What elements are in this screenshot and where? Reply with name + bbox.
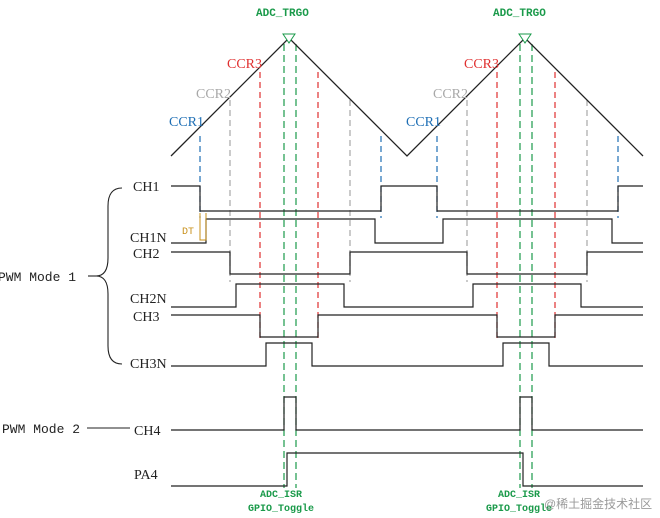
ch1n-waveform — [171, 218, 643, 244]
mode2-label: PWM Mode 2 — [2, 422, 80, 437]
isr-label-line1: ADC_ISR — [260, 490, 302, 501]
pa4-label: PA4 — [134, 468, 158, 483]
isr-label-line2: GPIO_Toggle — [486, 503, 552, 515]
pa4-waveform — [171, 452, 643, 487]
trgo-arrow-icon — [518, 33, 532, 44]
ccr-marker-lines — [199, 72, 619, 340]
trgo-label: ADC_TRGO — [256, 8, 309, 20]
ch4-waveform — [171, 396, 643, 431]
watermark: @稀土掘金技术社区 — [544, 496, 652, 511]
ch3n-label: CH3N — [130, 357, 167, 372]
ccr2-label: CCR2 — [433, 87, 468, 102]
ccr2-label: CCR2 — [196, 87, 231, 102]
ch1-waveform — [171, 185, 643, 212]
ch1-label: CH1 — [133, 180, 159, 195]
ch2-waveform — [171, 251, 643, 275]
signal-waveforms — [171, 185, 643, 487]
ch2n-waveform — [171, 283, 643, 308]
ch2n-label: CH2N — [130, 292, 167, 307]
isr-label-line1: ADC_ISR — [498, 490, 540, 501]
ccr3-label: CCR3 — [227, 57, 262, 72]
isr-label-line2: GPIO_Toggle — [248, 503, 314, 515]
channel-labels: CH1 CH1N CH2 CH2N CH3 CH3N CH4 PA4 — [130, 180, 167, 483]
mode1-brace — [95, 187, 123, 365]
ch2-label: CH2 — [133, 247, 159, 262]
ccr1-label: CCR1 — [406, 115, 441, 130]
ch3-waveform — [171, 314, 643, 338]
counter-triangle-wave — [170, 37, 644, 157]
trigger-marker-lines — [283, 44, 533, 488]
deadtime-bracket — [199, 213, 207, 241]
ch4-label: CH4 — [134, 424, 160, 439]
deadtime-annotation: DT — [182, 213, 207, 241]
trgo-arrow-icons — [282, 33, 532, 44]
mode1-label: PWM Mode 1 — [0, 270, 76, 285]
trgo-label: ADC_TRGO — [493, 8, 546, 20]
mode-group-connectors — [87, 187, 130, 429]
ch3n-waveform — [171, 342, 643, 367]
trgo-arrow-icon — [282, 33, 296, 44]
ch3-label: CH3 — [133, 310, 159, 325]
ch1n-label: CH1N — [130, 231, 167, 246]
ccr1-label: CCR1 — [169, 115, 204, 130]
deadtime-label: DT — [182, 227, 194, 238]
ccr3-label: CCR3 — [464, 57, 499, 72]
